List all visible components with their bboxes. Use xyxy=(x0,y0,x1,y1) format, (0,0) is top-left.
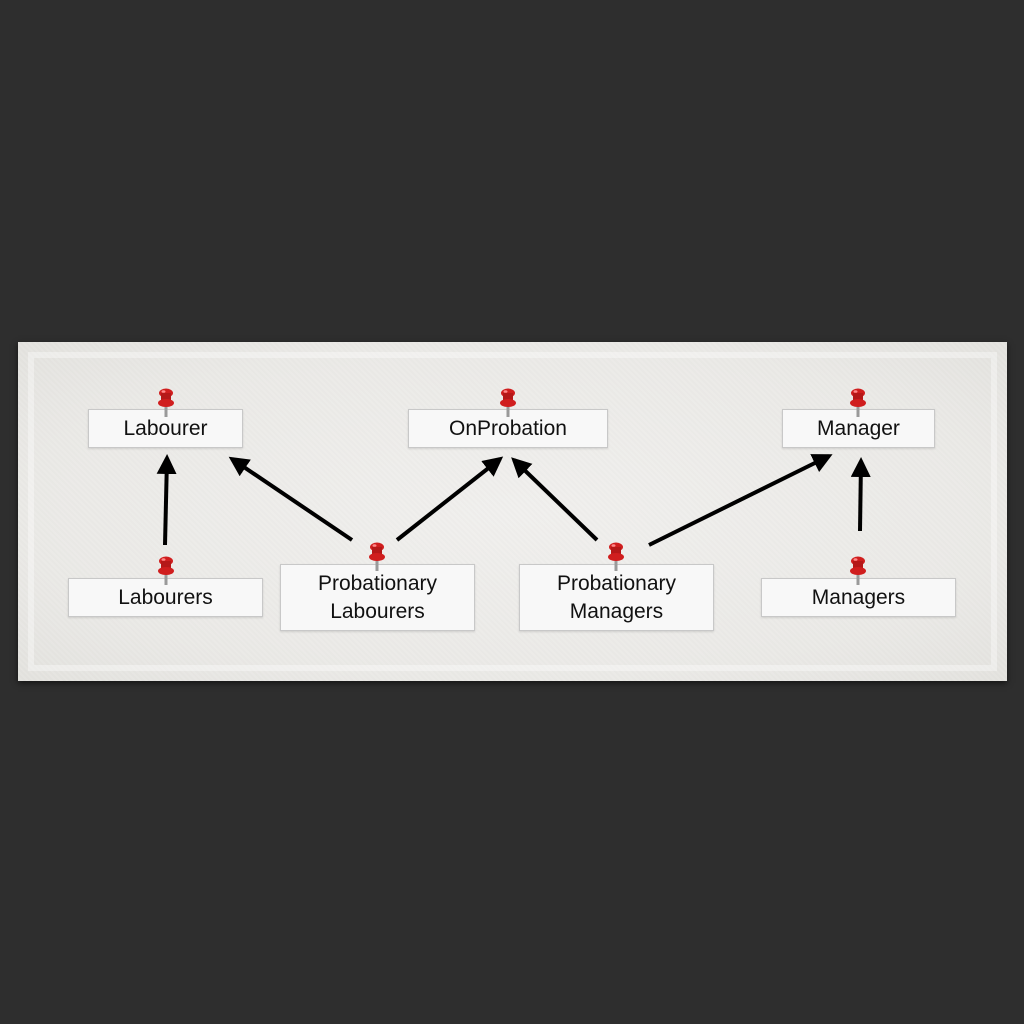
pushpin-icon xyxy=(850,556,866,585)
pushpin-icon xyxy=(500,388,516,417)
node-managers: Managers xyxy=(761,578,956,617)
node-label: Managers xyxy=(811,585,906,609)
node-label: OnProbation xyxy=(449,416,567,440)
node-label: Probationary Managers xyxy=(556,571,677,623)
node-probationary-managers: Probationary Managers xyxy=(519,564,714,631)
node-label: Labourer xyxy=(123,416,208,440)
pushpin-icon xyxy=(850,388,866,417)
pushpin-icon xyxy=(608,542,624,571)
node-label: Labourers xyxy=(118,585,213,609)
pushpin-icon xyxy=(158,388,174,417)
pushpin-icon xyxy=(369,542,385,571)
node-label: Probationary Labourers xyxy=(317,571,438,623)
node-label: Manager xyxy=(817,416,900,440)
pushpin-icon xyxy=(158,556,174,585)
node-probationary-labourers: Probationary Labourers xyxy=(280,564,475,631)
